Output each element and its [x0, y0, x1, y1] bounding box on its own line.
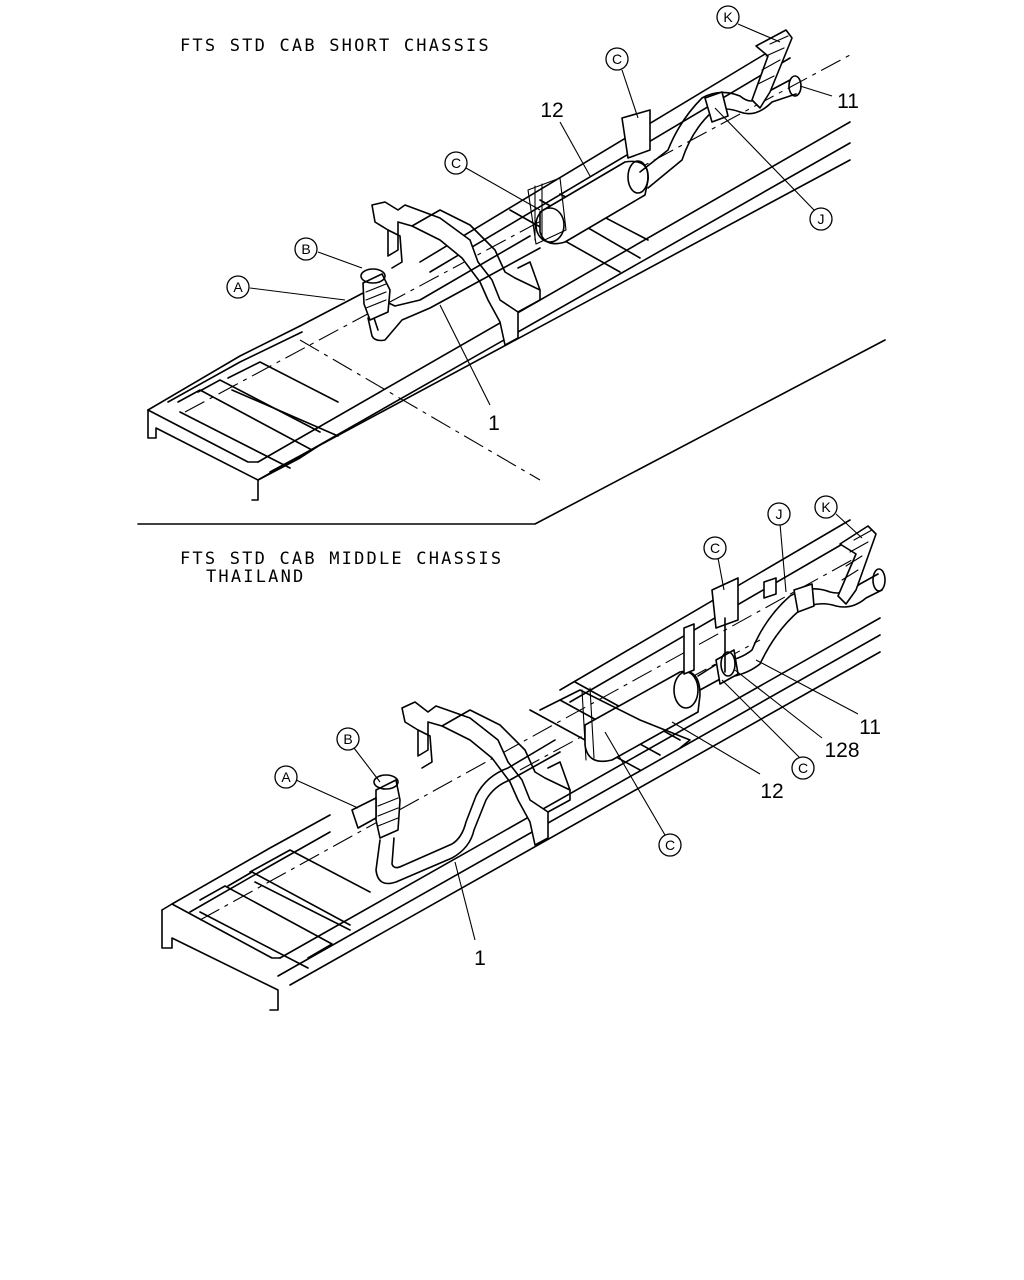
callout-b-short: B	[294, 237, 363, 269]
muffler-short	[527, 160, 649, 245]
svg-text:A: A	[233, 279, 243, 295]
panel-middle-chassis: FTS STD CAB MIDDLE CHASSIS THAILAND	[161, 495, 886, 1011]
svg-text:J: J	[818, 211, 825, 227]
panel-2-title-line-1: FTS STD CAB MIDDLE CHASSIS	[180, 549, 503, 569]
svg-text:128: 128	[824, 739, 859, 762]
svg-text:C: C	[451, 155, 461, 171]
svg-text:C: C	[612, 51, 622, 67]
panel-separator	[137, 339, 886, 525]
tailpipe-middle	[683, 525, 886, 691]
crossmember-bracket	[371, 201, 541, 346]
svg-text:11: 11	[859, 716, 881, 739]
svg-text:C: C	[798, 760, 808, 776]
part-number-12-middle: 12	[671, 721, 784, 803]
svg-text:1: 1	[474, 947, 486, 970]
callout-b-middle: B	[336, 727, 381, 783]
callout-c-short-1: C	[444, 151, 541, 211]
callout-c-middle-1: C	[604, 731, 682, 857]
callout-k-short: K	[716, 5, 781, 43]
svg-text:B: B	[301, 241, 310, 257]
panel-2-title-line-2: THAILAND	[206, 567, 305, 587]
part-number-11-short: 11	[799, 85, 859, 113]
svg-text:C: C	[665, 837, 675, 853]
crossmember-bracket-middle	[401, 701, 571, 846]
panel-1-title: FTS STD CAB SHORT CHASSIS	[180, 36, 491, 56]
svg-text:12: 12	[760, 780, 783, 803]
callout-a-middle: A	[274, 765, 359, 809]
svg-text:K: K	[723, 9, 733, 25]
part-number-12-short: 12	[540, 99, 591, 177]
callout-c-middle-3: C	[703, 536, 727, 591]
svg-text:B: B	[343, 731, 352, 747]
tailpipe-short	[621, 29, 802, 189]
callout-c-middle-2: C	[721, 679, 815, 780]
callout-j-middle: J	[767, 502, 791, 593]
part-number-1-short: 1	[439, 304, 500, 435]
callout-k-middle: K	[814, 495, 863, 539]
svg-text:C: C	[710, 540, 720, 556]
part-number-128-middle: 128	[734, 669, 860, 762]
svg-text:1: 1	[488, 412, 500, 435]
svg-text:J: J	[776, 506, 783, 522]
svg-text:K: K	[821, 499, 831, 515]
svg-text:A: A	[281, 769, 291, 785]
part-number-1-middle: 1	[454, 861, 486, 970]
callout-a-short: A	[226, 275, 346, 301]
muffler-middle	[539, 670, 701, 763]
exhaust-pipe-front-middle	[351, 739, 561, 885]
part-number-11-middle: 11	[755, 659, 881, 739]
svg-text:11: 11	[837, 90, 859, 113]
svg-text:12: 12	[540, 99, 563, 122]
callout-c-short-2: C	[605, 47, 639, 119]
exhaust-pipe-front	[360, 235, 541, 342]
callout-j-short: J	[714, 107, 833, 231]
chassis-frame-short	[147, 44, 851, 501]
panel-short-chassis: FTS STD CAB SHORT CHASSIS	[147, 5, 859, 501]
